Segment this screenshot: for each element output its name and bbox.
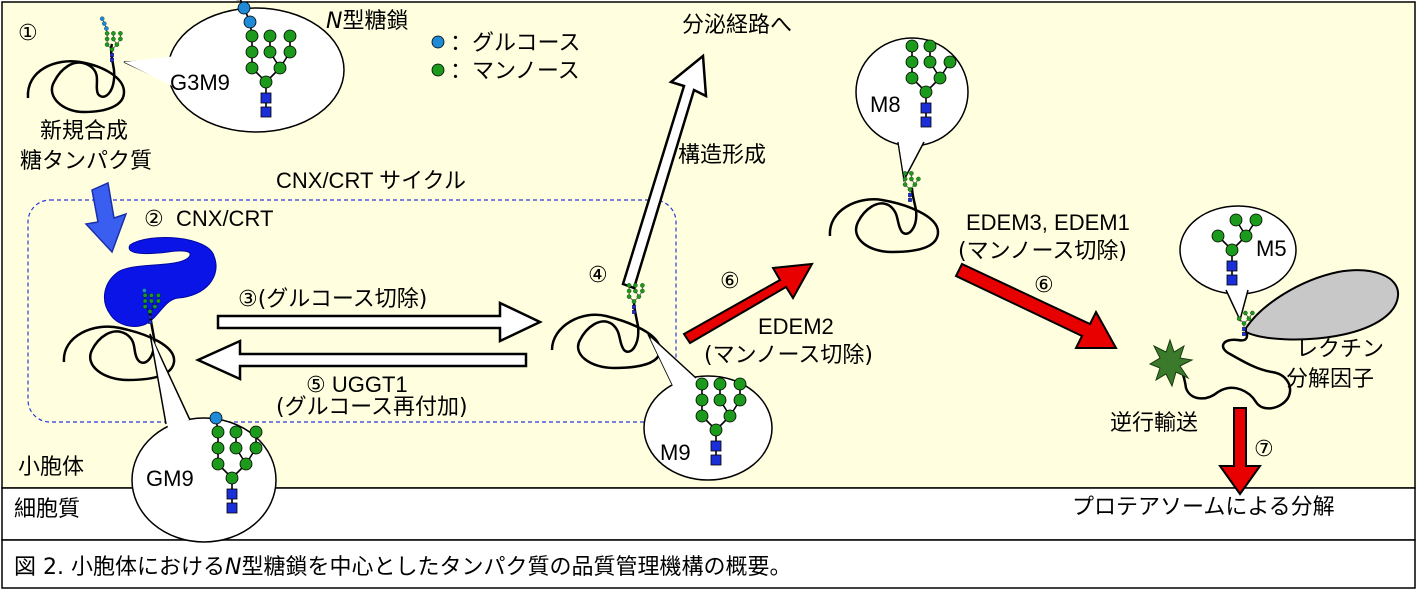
- m9-label: M9: [660, 440, 691, 465]
- edem3-sub-label: (マンノース切除): [958, 239, 1127, 264]
- glycan-m9: [695, 377, 747, 466]
- step1-marker: ①: [18, 21, 38, 46]
- glycan-gm9: [209, 411, 263, 514]
- m8-label: M8: [870, 92, 901, 117]
- cnx-crt-cycle-box: [27, 199, 677, 423]
- protein-step4: [550, 301, 662, 370]
- edem2-label: EDEM2: [758, 314, 834, 339]
- figure-caption: 図 2. 小胞体におけるN型糖鎖を中心としたタンパク質の品質管理機構の概要。: [14, 555, 791, 580]
- glycan-m5: [1211, 213, 1263, 286]
- step6b-marker: ⑥: [1034, 273, 1054, 298]
- lectin-label-1: レクチン: [1296, 337, 1384, 362]
- retrograde-label: 逆行輸送: [1110, 411, 1198, 436]
- glycan-tiny-step4: [626, 283, 645, 314]
- step5-label: ⑤ UGGT1: [306, 372, 408, 397]
- arrow-glucose-trim: [216, 301, 543, 343]
- glycan-tiny-step3: [142, 288, 161, 324]
- glycan-tiny-m8: [902, 171, 921, 202]
- legend-glucose-dot: [431, 35, 445, 49]
- edem3-edem1-label: EDEM3, EDEM1: [966, 210, 1130, 235]
- lectin-label-2: 分解因子: [1286, 367, 1374, 392]
- step3-label: ③(グルコース切除): [238, 287, 427, 312]
- step7-marker: ⑦: [1254, 437, 1274, 462]
- misfold-burst-icon: [1148, 338, 1194, 388]
- protein-step3: [62, 311, 176, 382]
- protein-new: [26, 43, 126, 114]
- arrow-to-secretory: [621, 53, 708, 290]
- n-glycan-title: N型糖鎖: [326, 9, 408, 34]
- red-arrow-edem3: [954, 262, 1118, 349]
- protein-retro: [1167, 329, 1292, 410]
- glycan-m8: [905, 39, 957, 128]
- to-secretory-label: 分泌経路へ: [682, 13, 792, 38]
- er-label: 小胞体: [18, 455, 84, 480]
- cytoplasm-label: 細胞質: [14, 497, 80, 522]
- m5-label: M5: [1256, 236, 1287, 261]
- bubble-m8: [855, 37, 969, 183]
- new-glycoprotein-line2: 糖タンパク質: [20, 149, 152, 174]
- blue-arrow-cnx-binding: [84, 181, 128, 254]
- caption-box: [1, 539, 1416, 589]
- gm9-label: GM9: [146, 466, 194, 491]
- edem2-sub-label: (マンノース切除): [704, 343, 873, 368]
- lectin-degradation-factor: [1245, 269, 1400, 341]
- g3m9-label: G3M9: [170, 70, 230, 95]
- cycle-title: CNX/CRT サイクル: [276, 168, 466, 193]
- protein-m8: [828, 187, 940, 254]
- step5-sub-label: (グルコース再付加): [276, 395, 468, 420]
- legend-mannose-label: ：マンノース: [450, 59, 580, 84]
- cnx-crt-label: CNX/CRT: [176, 206, 273, 231]
- legend-glucose-label: ：グルコース: [450, 31, 580, 56]
- step2-marker: ②: [144, 207, 164, 232]
- arrow-reglucosylation: [194, 339, 528, 381]
- glycan-tiny-new: [99, 16, 123, 62]
- glycan-tiny-retro: [1236, 310, 1255, 336]
- red-arrow-edem2: [682, 262, 814, 345]
- step6a-marker: ⑥: [720, 269, 740, 294]
- cnx-crt-blob: [103, 237, 217, 327]
- new-glycoprotein-line1: 新規合成: [40, 119, 128, 144]
- red-arrow-proteasome: [1218, 407, 1262, 496]
- step4-marker: ④: [588, 263, 608, 288]
- legend-mannose-dot: [431, 63, 445, 77]
- glycan-g3m9: [235, 0, 297, 118]
- proteasome-label: プロテアソームによる分解: [1072, 495, 1335, 520]
- structure-formation-label: 構造形成: [678, 143, 766, 168]
